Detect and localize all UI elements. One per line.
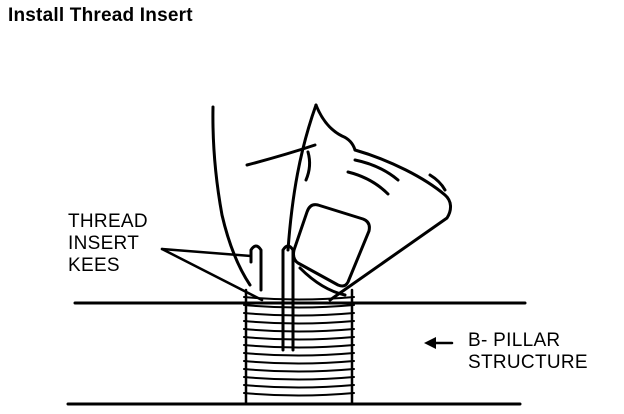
- keys-leader-lines: [160, 247, 264, 302]
- structure-label-line1: B- PILLAR: [468, 330, 561, 351]
- b-pillar-structure-label: B- PILLAR STRUCTURE: [468, 330, 588, 374]
- page-title: Install Thread Insert: [8, 5, 193, 26]
- thread-insert-keys-label: THREAD INSERT KEES: [68, 211, 148, 277]
- thread-insert-coil: [243, 296, 355, 397]
- keys-label-line3: KEES: [68, 255, 120, 276]
- keys-label-line2: INSERT: [68, 233, 140, 254]
- structure-label-line2: STRUCTURE: [468, 352, 588, 373]
- keys-label-line1: THREAD: [68, 211, 148, 232]
- hand-icon: [211, 103, 452, 302]
- structure-arrow-head: [424, 337, 436, 349]
